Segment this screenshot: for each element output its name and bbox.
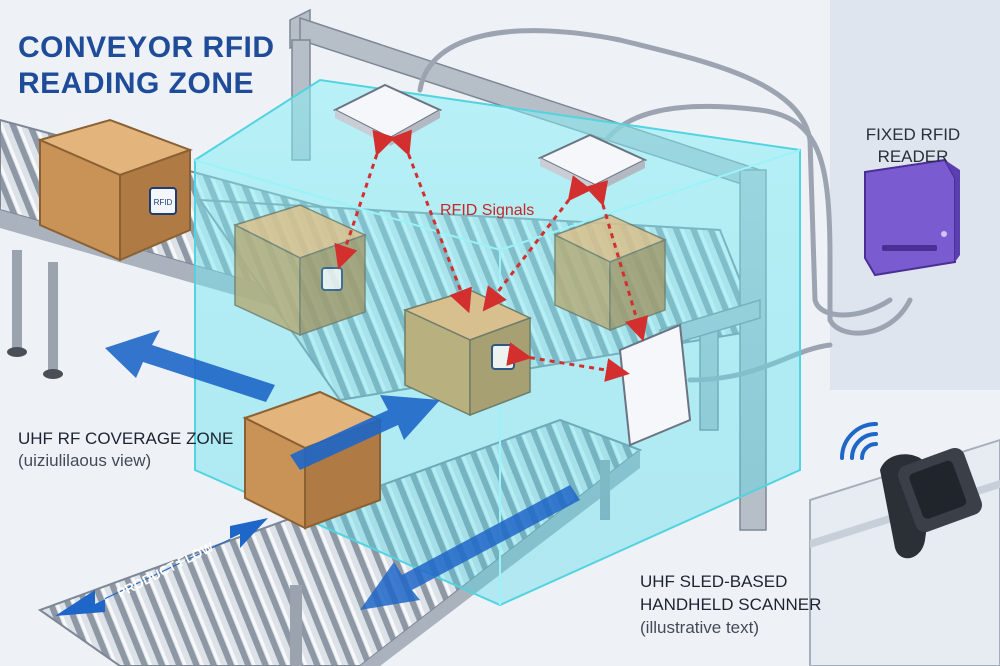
- title-line-2: READING ZONE: [18, 67, 255, 100]
- box-lower: [242, 390, 383, 530]
- coverage-zone-label: UHF RF COVERAGE ZONE (uiziulilaous view): [18, 428, 233, 472]
- rfid-signal-arrows: [334, 129, 649, 382]
- handheld-line-2: HANDHELD SCANNER: [640, 595, 822, 614]
- fixed-reader-label: FIXED RFID READER: [848, 124, 978, 168]
- fixed-reader-line-1: FIXED RFID: [865, 125, 961, 144]
- diagram-title: CONVEYOR RFID READING ZONE: [18, 30, 275, 102]
- fixed-reader-line-2: READER: [877, 147, 949, 166]
- handheld-line-1: UHF SLED-BASED: [640, 572, 788, 591]
- title-line-1: CONVEYOR RFID: [18, 31, 275, 64]
- box-upper-left: [37, 118, 193, 262]
- fixed-rfid-reader-device: [864, 158, 960, 277]
- flow-arrows: [55, 330, 580, 616]
- handheld-scanner-device: [880, 447, 983, 559]
- rfid-signals-label: RFID Signals: [440, 202, 535, 219]
- coverage-title: UHF RF COVERAGE ZONE: [18, 429, 234, 448]
- handheld-line-3: (illustrative text): [640, 618, 760, 637]
- box-zone-left: [233, 204, 367, 337]
- side-antenna: [618, 323, 692, 447]
- wireless-icon: [840, 422, 878, 460]
- box-zone-right: [553, 214, 667, 332]
- coverage-subtitle: (uiziulilaous view): [18, 451, 152, 470]
- product-flow-arrow: [55, 518, 268, 616]
- handheld-label: UHF SLED-BASED HANDHELD SCANNER (illustr…: [640, 570, 821, 639]
- box-tag-label: RFID: [154, 198, 173, 207]
